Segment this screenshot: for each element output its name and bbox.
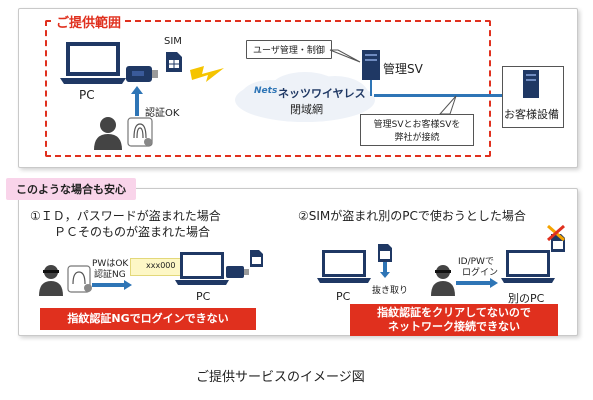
password-screen-text: xxx000 <box>146 261 176 270</box>
removed-down-arrow <box>380 262 390 278</box>
wireless-bolt-icon <box>190 66 224 82</box>
scenario2-banner-line1: 指紋認証をクリアしてないので <box>377 306 531 319</box>
auth-ng-label: 認証NG <box>94 270 126 280</box>
scenario2-result-banner: 指紋認証をクリアしてないので ネットワーク接続できない <box>350 304 558 336</box>
figure-caption: ご提供サービスのイメージ図 <box>196 370 365 385</box>
network-name-line2: 閉域網 <box>290 103 323 116</box>
network-name-line1: ネッツワイヤレス <box>278 87 366 100</box>
right-arrow <box>456 278 498 288</box>
pw-ok-label: PWはOK <box>92 259 129 269</box>
other-pc-label: 別のPC <box>508 292 545 305</box>
closed-network-cloud <box>235 72 375 122</box>
thief-icon <box>431 265 455 296</box>
safety-tag: このような場合も安心 <box>6 178 136 200</box>
scenario2-title: ②SIMが盗まれ別のPCで使おうとした場合 <box>298 209 526 223</box>
scenario1-title-line1: ①ＩＤ，パスワードが盗まれた場合 <box>30 209 221 223</box>
scenario2-banner-line2: ネットワーク接続できない <box>388 320 520 333</box>
service-scope-dashed-frame <box>45 20 491 157</box>
connection-note-line2: 弊社が接続 <box>394 133 440 143</box>
callout-pointer <box>329 49 361 63</box>
user-fingerprint-icon <box>94 117 153 150</box>
auth-up-arrow <box>131 86 143 116</box>
right-arrow <box>92 280 132 290</box>
thief-fingerprint-icon <box>39 265 92 296</box>
mgmt-sv-label: 管理SV <box>383 62 423 76</box>
auth-ok-label: 認証OK <box>145 108 180 119</box>
connection-note-callout: 管理SVとお客様SVを 弊社が接続 <box>360 114 474 146</box>
usb-modem-icon <box>226 266 249 278</box>
removed-label: 抜き取り <box>372 286 409 296</box>
customer-equipment-label: お客様設備 <box>504 108 559 121</box>
service-scope-title: ご提供範囲 <box>52 12 126 31</box>
user-management-callout: ユーザ管理・制御 <box>246 40 332 59</box>
nets-logo: Nets <box>254 86 278 96</box>
laptop-icon <box>317 250 371 283</box>
laptop-icon <box>60 42 126 84</box>
network-connection-line <box>374 94 502 97</box>
cross-mark-icon <box>547 224 565 242</box>
sim-card-icon <box>166 52 182 72</box>
server-icon <box>362 50 380 80</box>
scenario1-title-line2: ＰＣそのものが盗まれた場合 <box>54 225 211 239</box>
mgmt-sv-drop-line <box>370 72 372 96</box>
pc-label: PC <box>79 88 95 102</box>
sim-card-icon <box>250 250 263 267</box>
login-label-line2: ログイン <box>462 268 499 278</box>
sim-card-icon <box>378 244 392 262</box>
note-pointer <box>438 95 457 115</box>
connection-note-line1: 管理SVとお客様SVを <box>373 120 461 130</box>
laptop-icon <box>175 252 229 285</box>
server-icon <box>523 70 539 98</box>
laptop-icon <box>501 250 555 283</box>
login-label-line1: ID/PWで <box>458 257 494 267</box>
scenario1-result-banner: 指紋認証NGでログインできない <box>40 308 256 330</box>
scenario1-pc-label: PC <box>196 290 211 303</box>
sim-label: SIM <box>164 36 182 47</box>
scenario2-pc-label: PC <box>336 290 351 303</box>
usb-modem-icon <box>126 66 158 82</box>
